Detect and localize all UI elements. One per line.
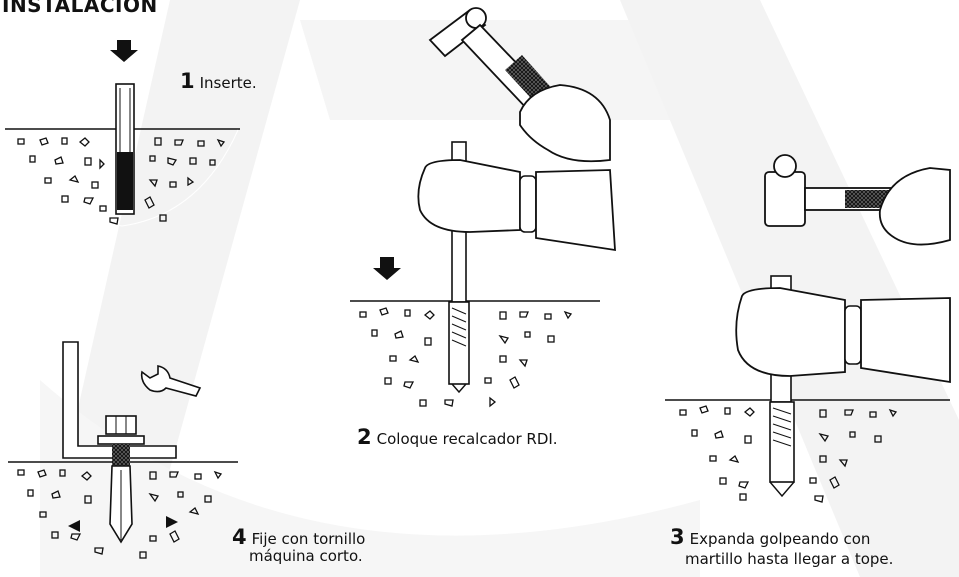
bolt-head xyxy=(105,415,137,435)
step-number: 3 xyxy=(670,525,685,549)
watch xyxy=(844,305,862,365)
arrow-right-icon xyxy=(166,516,178,528)
step2-illustration xyxy=(350,7,616,408)
step4-caption-line2: máquina corto. xyxy=(249,547,363,565)
washer xyxy=(97,435,145,445)
concrete-bowl xyxy=(7,129,239,227)
angle-bracket xyxy=(62,341,177,459)
gravel xyxy=(359,307,573,408)
step3-caption-line2: martillo hasta llegar a tope. xyxy=(685,550,894,568)
step-number: 2 xyxy=(357,425,372,449)
wrench-icon xyxy=(140,365,202,397)
step-text: Expanda golpeando con xyxy=(689,530,871,548)
step4-illustration xyxy=(8,341,238,559)
hand xyxy=(519,84,611,163)
step3-illustration xyxy=(665,154,951,503)
bolt xyxy=(112,444,130,466)
step-number: 1 xyxy=(180,69,195,93)
sleeve xyxy=(860,297,951,384)
page-title: INSTALACIÓN xyxy=(2,0,158,17)
gravel xyxy=(17,469,223,559)
anchor xyxy=(769,401,795,483)
step-number: 4 xyxy=(232,525,247,549)
down-arrow-icon xyxy=(110,40,138,62)
down-arrow-icon xyxy=(373,257,401,280)
step-text: Coloque recalcador RDI. xyxy=(376,430,558,448)
step-text: Fije con tornillo xyxy=(251,530,366,548)
gravel xyxy=(679,405,898,503)
step-text: Inserte. xyxy=(199,74,257,92)
gravel xyxy=(17,137,226,225)
watch xyxy=(519,175,537,233)
arrow-left-icon xyxy=(68,520,80,532)
step1-illustration xyxy=(5,40,240,227)
hand xyxy=(417,159,521,233)
hand xyxy=(735,287,846,377)
hand xyxy=(878,167,951,246)
sleeve xyxy=(535,169,616,252)
